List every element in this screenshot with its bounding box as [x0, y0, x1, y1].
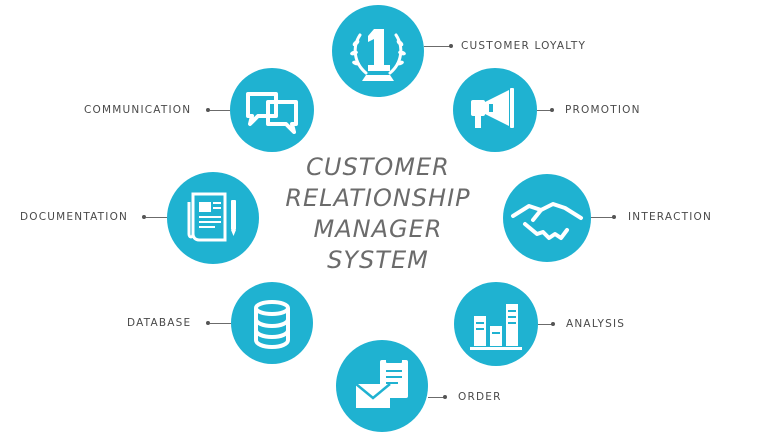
- connector-dot: [449, 44, 453, 48]
- connector-line: [428, 397, 444, 398]
- laurel-number-one-icon: [332, 5, 424, 97]
- connector-dot: [443, 395, 447, 399]
- bar-chart-icon: [454, 282, 538, 366]
- label-analysis: ANALYSIS: [566, 318, 626, 330]
- connector-line: [537, 110, 551, 111]
- connector-dot: [206, 321, 210, 325]
- title-line: SYSTEM: [327, 246, 429, 274]
- envelope-clipboard-icon: [336, 340, 428, 432]
- connector-line: [591, 217, 613, 218]
- connector-line: [210, 323, 231, 324]
- connector-dot: [142, 215, 146, 219]
- label-customer-loyalty: CUSTOMER LOYALTY: [461, 40, 587, 52]
- handshake-icon: [503, 174, 591, 262]
- title-line: MANAGER: [313, 215, 443, 243]
- label-communication: COMMUNICATION: [84, 104, 192, 116]
- document-pen-icon: [167, 172, 259, 264]
- label-order: ORDER: [458, 391, 502, 403]
- megaphone-icon: [453, 68, 537, 152]
- label-interaction: INTERACTION: [628, 211, 713, 223]
- label-database: DATABASE: [127, 317, 192, 329]
- title-line: CUSTOMER: [306, 153, 450, 181]
- connector-line: [146, 217, 167, 218]
- connector-line: [538, 324, 552, 325]
- connector-dot: [550, 108, 554, 112]
- connector-dot: [206, 108, 210, 112]
- connector-dot: [551, 322, 555, 326]
- label-documentation: DOCUMENTATION: [20, 211, 129, 223]
- diagram-title: CUSTOMER RELATIONSHIP MANAGER SYSTEM: [270, 152, 486, 276]
- connector-line: [210, 110, 230, 111]
- database-icon: [231, 282, 313, 364]
- connector-dot: [612, 215, 616, 219]
- chat-bubbles-icon: [230, 68, 314, 152]
- title-line: RELATIONSHIP: [285, 184, 471, 212]
- connector-line: [424, 46, 450, 47]
- label-promotion: PROMOTION: [565, 104, 641, 116]
